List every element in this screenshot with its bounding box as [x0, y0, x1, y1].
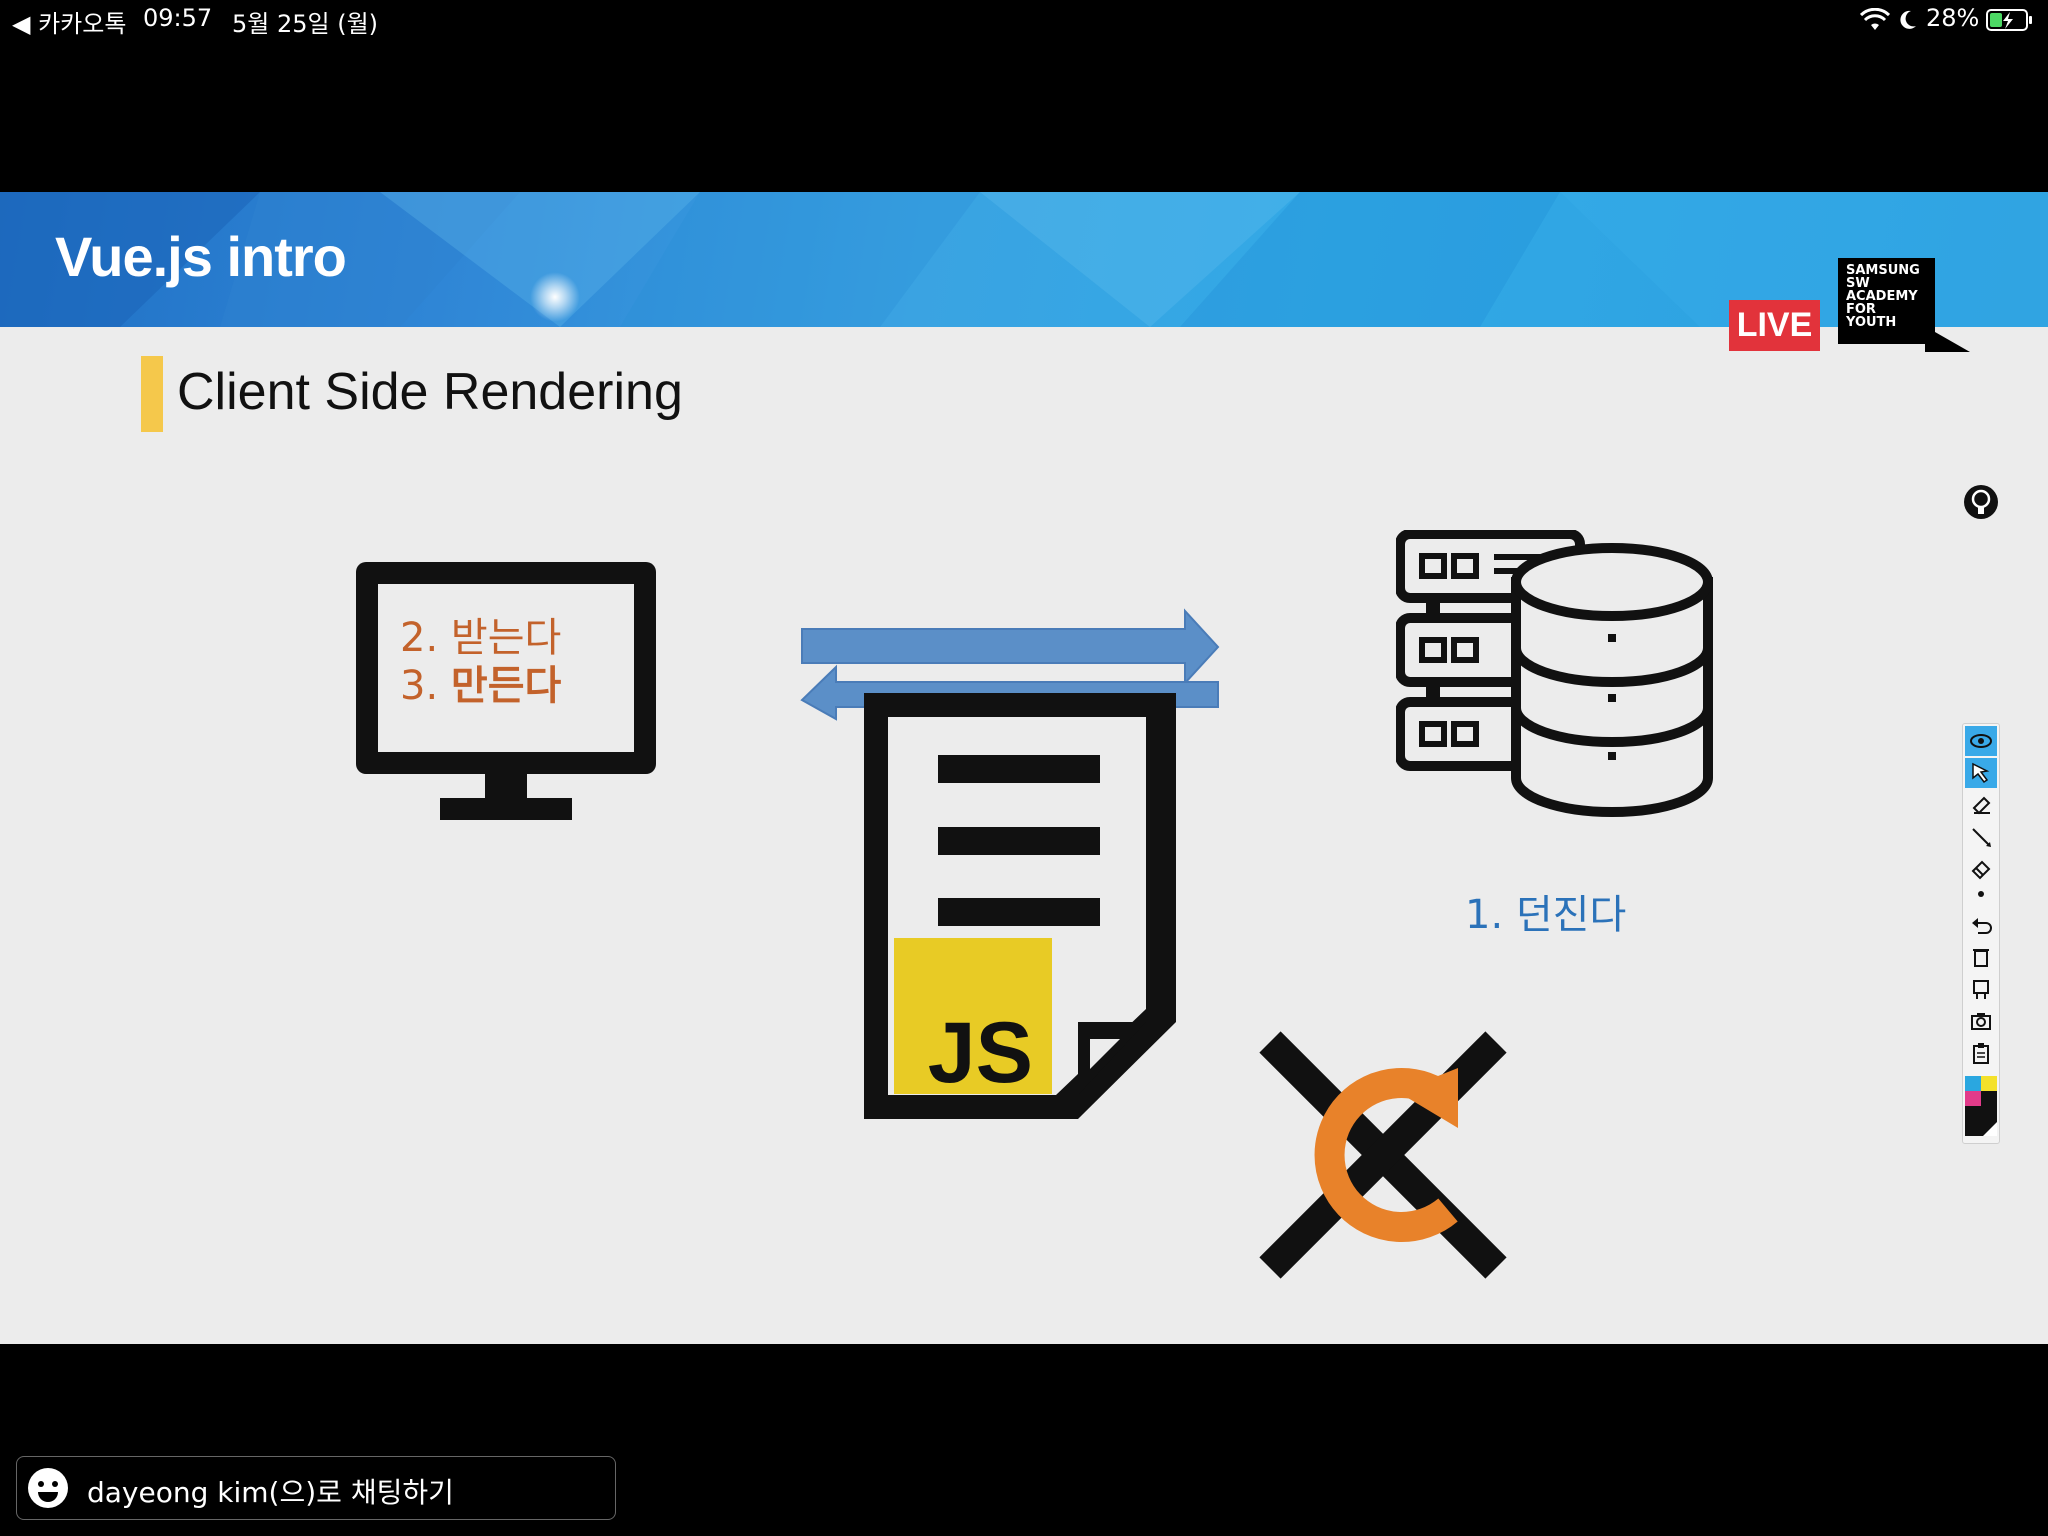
camera-icon[interactable]: [1965, 1006, 1997, 1036]
section-title: Client Side Rendering: [177, 363, 683, 421]
step-3-number: 3.: [400, 663, 439, 709]
no-reload-icon: [1259, 1031, 1507, 1279]
banner-glow: [530, 272, 580, 322]
back-to-app-link[interactable]: ◀ 카카오톡: [12, 10, 127, 38]
monitor-steps: 2. 받는다 3. 만든다: [400, 614, 620, 710]
color-palette-icon[interactable]: [1965, 1076, 1997, 1136]
eraser-icon[interactable]: [1965, 854, 1997, 884]
annotation-toolbar: [1962, 723, 2000, 1144]
trash-icon[interactable]: [1965, 942, 1997, 972]
chat-input-bar[interactable]: dayeong kim(으)로 채팅하기: [16, 1456, 616, 1520]
status-bar: ◀ 카카오톡 09:57 5월 25일 (월) 28%: [0, 0, 2048, 40]
lightbulb-icon[interactable]: [1962, 483, 2000, 521]
dot-icon[interactable]: [1965, 882, 1997, 906]
battery-charging-icon: [1986, 9, 2032, 31]
samsung-logo: [1838, 258, 1935, 344]
pen-icon[interactable]: [1965, 822, 1997, 852]
highlighter-icon[interactable]: [1965, 790, 1997, 820]
arrow-right: [801, 608, 1220, 686]
moon-icon: [1900, 10, 1916, 29]
step-3-text: 만든다: [450, 663, 562, 709]
smiley-icon[interactable]: [27, 1467, 69, 1509]
js-label: JS: [928, 1005, 1033, 1101]
slide-title: Vue.js intro: [55, 225, 347, 288]
samsung-logo-text: SAMSUNG SW ACADEMY FOR YOUTH: [1846, 263, 1920, 330]
clipboard-icon[interactable]: [1965, 1038, 1997, 1068]
logo-tail: [1925, 332, 1970, 352]
js-document-icon: JS: [864, 693, 1176, 1119]
status-date: 5월 25일 (월): [232, 10, 379, 38]
wifi-icon: [1860, 8, 1890, 30]
status-time: 09:57: [143, 4, 213, 32]
chat-placeholder[interactable]: dayeong kim(으)로 채팅하기: [87, 1476, 454, 1509]
monitor-icon: [356, 562, 656, 820]
server-step-1: 1. 던진다: [1465, 892, 1627, 938]
server-database-icon: [1396, 530, 1713, 817]
clear-icon[interactable]: [1965, 974, 1997, 1004]
live-badge: LIVE: [1729, 300, 1820, 351]
eye-icon[interactable]: [1965, 726, 1997, 756]
step-2-text: 받는다: [450, 615, 562, 661]
step-2-number: 2.: [400, 615, 439, 661]
battery-percent: 28%: [1926, 4, 1980, 32]
undo-icon[interactable]: [1965, 912, 1997, 942]
section-accent-bar: [141, 356, 163, 432]
presentation-slide: Vue.js intro LIVE SAMSUNG SW ACADEMY FOR…: [0, 192, 2048, 1344]
js-logo: [894, 938, 1052, 1094]
pointer-icon[interactable]: [1965, 758, 1997, 788]
